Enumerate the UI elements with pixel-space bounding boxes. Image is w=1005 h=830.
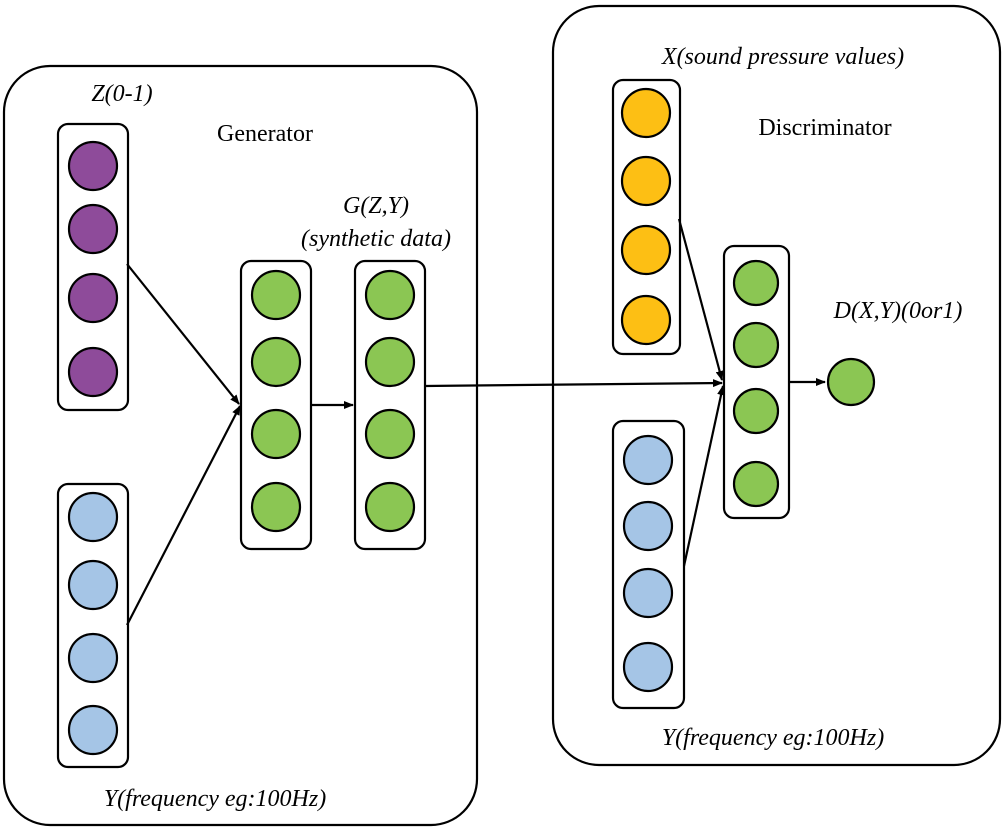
generator-hidden-neuron	[250, 269, 302, 321]
generator-title: Generator	[217, 121, 313, 147]
generator-condition-neuron	[67, 491, 119, 543]
generated-output-label: G(Z,Y)	[343, 193, 409, 219]
discriminator-condition-neuron	[622, 567, 674, 619]
real-to-discriminator-arrow	[677, 218, 724, 381]
neuron-nodes	[67, 87, 876, 756]
real-data-neuron	[620, 294, 672, 346]
condition-to-hidden-arrow	[126, 405, 241, 626]
discriminator-condition-neuron	[622, 434, 674, 486]
real-data-neuron	[620, 87, 672, 139]
generator-hidden-neuron	[250, 481, 302, 533]
discriminator-output-label: D(X,Y)(0or1)	[833, 298, 963, 324]
generator-condition-neuron	[67, 559, 119, 611]
generator-condition-neuron	[67, 704, 119, 756]
real-data-neuron	[620, 155, 672, 207]
noise-input-label: Z(0-1)	[91, 81, 152, 107]
discriminator-output-neuron	[826, 357, 876, 407]
discriminator-condition-neuron	[622, 641, 674, 693]
noise-neuron	[67, 203, 119, 255]
discriminator-hidden-neuron	[732, 460, 780, 508]
noise-to-hidden-arrow	[126, 263, 240, 405]
real-data-neuron	[620, 224, 672, 276]
generator-output-layer	[353, 259, 427, 551]
discriminator-condition-label: Y(frequency eg:100Hz)	[662, 725, 884, 751]
generator-hidden-neuron	[250, 408, 302, 460]
discriminator-hidden-neuron	[732, 321, 780, 369]
noise-neuron	[67, 346, 119, 398]
discriminator-hidden-neuron	[732, 259, 780, 307]
generated-output-sublabel: (synthetic data)	[301, 226, 451, 252]
generator-condition-neuron	[67, 632, 119, 684]
generator-output-neuron	[364, 481, 416, 533]
generator-output-neuron	[364, 408, 416, 460]
generator-condition-label: Y(frequency eg:100Hz)	[104, 786, 326, 812]
generator-panel	[2, 64, 479, 827]
discriminator-title: Discriminator	[758, 115, 891, 141]
discriminator-condition-neuron	[622, 500, 674, 552]
generator-output-neuron	[364, 269, 416, 321]
real-data-layer	[611, 78, 682, 356]
generator-output-neuron	[364, 336, 416, 388]
noise-neuron	[67, 140, 119, 192]
condition-to-discriminator-arrow	[682, 385, 726, 567]
real-data-label: X(sound pressure values)	[661, 44, 904, 70]
generator-hidden-neuron	[250, 336, 302, 388]
noise-neuron	[67, 272, 119, 324]
discriminator-hidden-neuron	[732, 387, 780, 435]
generator-condition-layer	[56, 482, 130, 769]
synthetic-to-discriminator-arrow	[424, 379, 723, 388]
